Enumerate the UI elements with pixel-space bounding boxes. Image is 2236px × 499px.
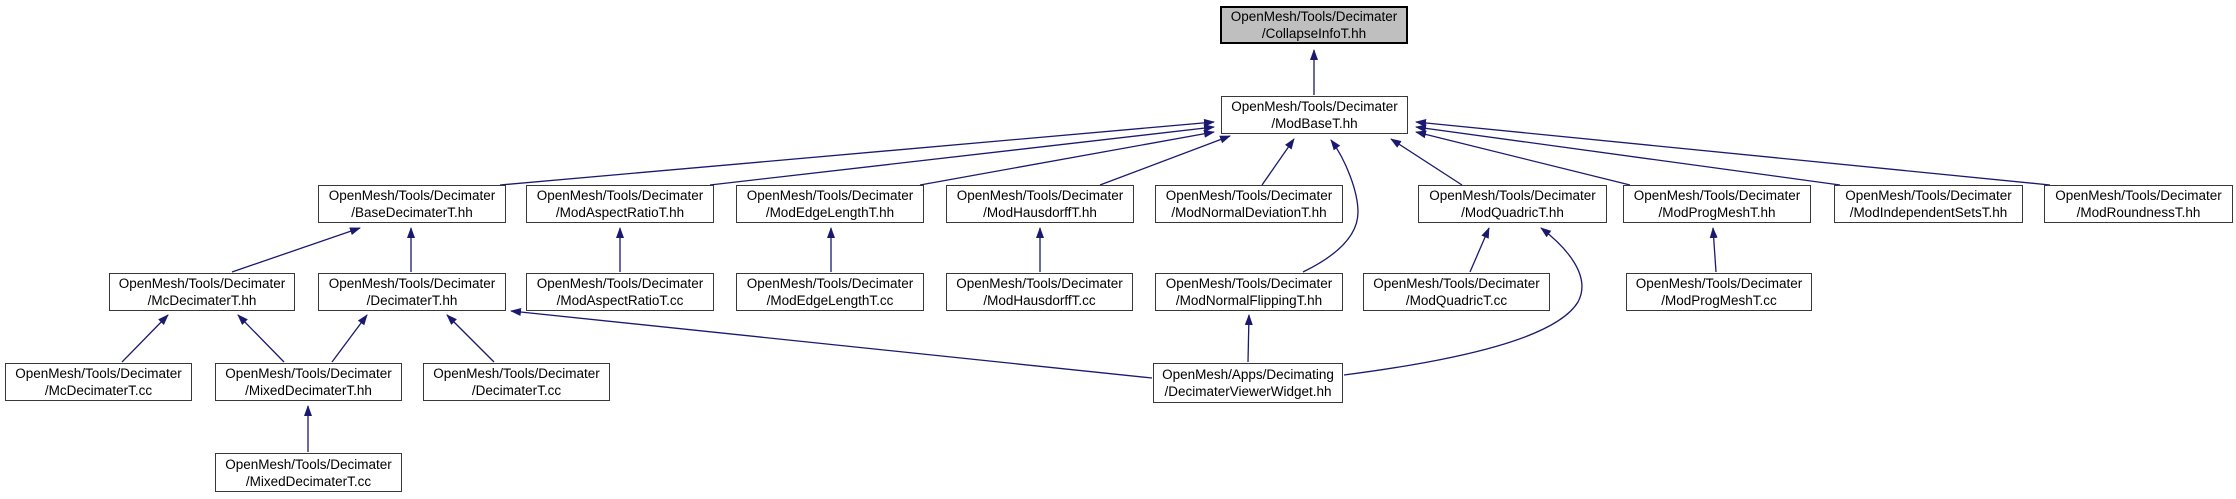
edge-mod-prog-mesh-t-cc--to--mod-prog-mesh-t-hh (1709, 227, 1718, 273)
node-mod-prog-mesh-t-hh[interactable]: OpenMesh/Tools/Decimater/ModProgMeshT.hh (1623, 185, 1811, 223)
node-label-line2: /DecimaterViewerWidget.hh (1164, 384, 1332, 399)
edge-mod-quadric-t-cc--to--mod-quadric-t-hh (1469, 227, 1490, 273)
node-label-line2: /ModEdgeLengthT.hh (765, 205, 895, 220)
node-label-line1: OpenMesh/Tools/Decimater (2055, 188, 2222, 203)
node-label-line1: OpenMesh/Tools/Decimater (15, 366, 182, 381)
node-label-line1: OpenMesh/Tools/Decimater (1635, 276, 1803, 291)
edge-mixed-decimater-t-hh--to--mc-decimater-t-hh (237, 314, 285, 363)
node-label-line2: /MixedDecimaterT.hh (245, 383, 372, 398)
edge-mod-quadric-t-hh--to--mod-base-t-hh (1390, 138, 1463, 186)
node-label-line1: OpenMesh/Tools/Decimater (536, 276, 704, 291)
edge-mod-prog-mesh-t-hh--to--mod-base-t-hh (1415, 130, 1631, 186)
node-label-line1: OpenMesh/Tools/Decimater (225, 456, 392, 472)
node-label-line2: /ModAspectRatioT.hh (555, 205, 685, 220)
edge-mod-hausdorff-t-hh--to--mod-base-t-hh (1099, 135, 1231, 186)
node-decimater-t-hh[interactable]: OpenMesh/Tools/Decimater/DecimaterT.hh (318, 273, 506, 311)
node-mc-decimater-t-hh[interactable]: OpenMesh/Tools/Decimater/McDecimaterT.hh (109, 273, 295, 311)
edge-mixed-decimater-t-hh--to--decimater-t-hh (331, 314, 368, 363)
node-mod-roundness-t-hh[interactable]: OpenMesh/Tools/Decimater/ModRoundnessT.h… (2044, 185, 2233, 223)
node-mod-edge-length-t-cc[interactable]: OpenMesh/Tools/Decimater/ModEdgeLengthT.… (736, 273, 924, 311)
node-label-line1: OpenMesh/Tools/Decimater (1429, 188, 1596, 203)
edge-mc-decimater-t-cc--to--mc-decimater-t-hh (121, 314, 169, 363)
edge-mod-normal-deviation-t-hh--to--mod-base-t-hh (1261, 138, 1295, 186)
node-label-line1: OpenMesh/Tools/Decimater (1165, 188, 1333, 203)
node-mod-prog-mesh-t-cc[interactable]: OpenMesh/Tools/Decimater/ModProgMeshT.cc (1626, 273, 1812, 311)
edge-mod-edge-length-t-hh--to--mod-base-t-hh (919, 129, 1215, 186)
node-decimater-viewer-widget-hh[interactable]: OpenMesh/Apps/Decimating/DecimaterViewer… (1153, 363, 1343, 403)
node-mod-normal-deviation-t-hh[interactable]: OpenMesh/Tools/Decimater/ModNormalDeviat… (1155, 185, 1343, 223)
node-label-line2: /McDecimaterT.cc (44, 383, 153, 398)
node-label-line1: OpenMesh/Tools/Decimater (746, 188, 914, 203)
node-mod-aspect-ratio-t-hh[interactable]: OpenMesh/Tools/Decimater/ModAspectRatioT… (526, 185, 714, 223)
node-label-line2: /MixedDecimaterT.cc (245, 473, 372, 489)
node-label-line1: OpenMesh/Tools/Decimater (746, 276, 914, 291)
node-label-line2: /ModProgMeshT.cc (1661, 293, 1777, 308)
node-label-line1: OpenMesh/Tools/Decimater (956, 188, 1124, 203)
edge-decimater-t-cc--to--decimater-t-hh (446, 314, 495, 363)
edge-mod-roundness-t-hh--to--mod-base-t-hh (1415, 119, 2051, 186)
node-mod-base-t-hh[interactable]: OpenMesh/Tools/Decimater/ModBaseT.hh (1221, 96, 1408, 134)
node-mod-quadric-t-cc[interactable]: OpenMesh/Tools/Decimater/ModQuadricT.cc (1363, 273, 1550, 311)
node-mod-aspect-ratio-t-cc[interactable]: OpenMesh/Tools/Decimater/ModAspectRatioT… (526, 273, 714, 311)
node-label-line1: OpenMesh/Tools/Decimater (1373, 276, 1540, 291)
node-label-line1: OpenMesh/Tools/Decimater (1231, 99, 1398, 114)
node-label-line1: OpenMesh/Tools/Decimater (1230, 9, 1398, 24)
node-label-line2: /ModBaseT.hh (1271, 116, 1358, 131)
node-label-line2: /ModQuadricT.cc (1405, 293, 1508, 308)
node-label-line1: OpenMesh/Tools/Decimater (328, 276, 496, 291)
node-base-decimater-t-hh[interactable]: OpenMesh/Tools/Decimater/BaseDecimaterT.… (318, 185, 506, 223)
node-mod-normal-flipping-t-hh[interactable]: OpenMesh/Tools/Decimater/ModNormalFlippi… (1155, 273, 1343, 311)
node-label-line1: OpenMesh/Tools/Decimater (1165, 276, 1333, 291)
edge-decimater-viewer-widget-hh--to--mod-normal-flipping-t-hh (1244, 314, 1253, 363)
node-mod-hausdorff-t-cc[interactable]: OpenMesh/Tools/Decimater/ModHausdorffT.c… (946, 273, 1133, 311)
edge-base-decimater-t-hh--to--mod-base-t-hh (499, 118, 1215, 186)
node-label-line2: /ModRoundnessT.hh (2076, 205, 2201, 220)
node-mod-edge-length-t-hh[interactable]: OpenMesh/Tools/Decimater/ModEdgeLengthT.… (736, 185, 924, 223)
node-mixed-decimater-t-hh[interactable]: OpenMesh/Tools/Decimater/MixedDecimaterT… (215, 363, 402, 401)
node-label-line2: /BaseDecimaterT.hh (351, 205, 473, 220)
node-decimater-t-cc[interactable]: OpenMesh/Tools/Decimater/DecimaterT.cc (423, 363, 610, 401)
node-label-line1: OpenMesh/Tools/Decimater (328, 188, 496, 203)
node-label-line1: OpenMesh/Tools/Decimater (536, 188, 704, 203)
edge-decimater-viewer-widget-hh--to--mod-quadric-t-hh (1343, 227, 1583, 376)
node-label-line1: OpenMesh/Tools/Decimater (433, 366, 600, 381)
node-label-line2: /ModNormalFlippingT.hh (1175, 293, 1323, 308)
edge-decimater-viewer-widget-hh--to--decimater-t-hh (510, 308, 1153, 379)
node-label-line1: OpenMesh/Apps/Decimating (1162, 367, 1334, 382)
node-mixed-decimater-t-cc[interactable]: OpenMesh/Tools/Decimater/MixedDecimaterT… (215, 453, 402, 492)
node-mc-decimater-t-cc[interactable]: OpenMesh/Tools/Decimater/McDecimaterT.cc (5, 363, 192, 401)
node-label-line2: /ModHausdorffT.hh (983, 205, 1097, 220)
node-label-line2: /ModNormalDeviationT.hh (1171, 205, 1327, 220)
node-label-line2: /McDecimaterT.hh (147, 293, 257, 308)
node-label-line2: /ModProgMeshT.hh (1658, 205, 1776, 220)
edge-mod-aspect-ratio-t-hh--to--mod-base-t-hh (709, 124, 1215, 186)
node-label-line2: /ModQuadricT.hh (1461, 205, 1564, 220)
edge-mod-independent-sets-t-hh--to--mod-base-t-hh (1415, 124, 1841, 186)
node-label-line1: OpenMesh/Tools/Decimater (1845, 188, 2012, 203)
node-label-line2: /ModIndependentSetsT.hh (1849, 205, 2008, 220)
node-label-line2: /CollapseInfoT.hh (1261, 26, 1367, 41)
node-label-line2: /DecimaterT.cc (471, 383, 562, 398)
node-label-line1: OpenMesh/Tools/Decimater (225, 366, 392, 381)
node-collapse-info-t-hh[interactable]: OpenMesh/Tools/Decimater/CollapseInfoT.h… (1220, 6, 1408, 44)
node-label-line2: /ModHausdorffT.cc (983, 293, 1096, 308)
node-label-line2: /DecimaterT.hh (366, 293, 458, 308)
node-mod-independent-sets-t-hh[interactable]: OpenMesh/Tools/Decimater/ModIndependentS… (1834, 185, 2023, 223)
edge-group (121, 49, 2051, 452)
node-label-line2: /ModAspectRatioT.cc (556, 293, 684, 308)
node-label-line1: OpenMesh/Tools/Decimater (118, 276, 286, 291)
edge-mc-decimater-t-hh--to--base-decimater-t-hh (231, 227, 361, 273)
node-label-line2: /ModEdgeLengthT.cc (766, 293, 894, 308)
node-mod-hausdorff-t-hh[interactable]: OpenMesh/Tools/Decimater/ModHausdorffT.h… (946, 185, 1134, 223)
edge-mod-normal-flipping-t-hh--to--mod-base-t-hh (1302, 139, 1359, 273)
node-label-line1: OpenMesh/Tools/Decimater (956, 276, 1123, 291)
node-mod-quadric-t-hh[interactable]: OpenMesh/Tools/Decimater/ModQuadricT.hh (1418, 185, 1607, 223)
node-label-line1: OpenMesh/Tools/Decimater (1633, 188, 1801, 203)
